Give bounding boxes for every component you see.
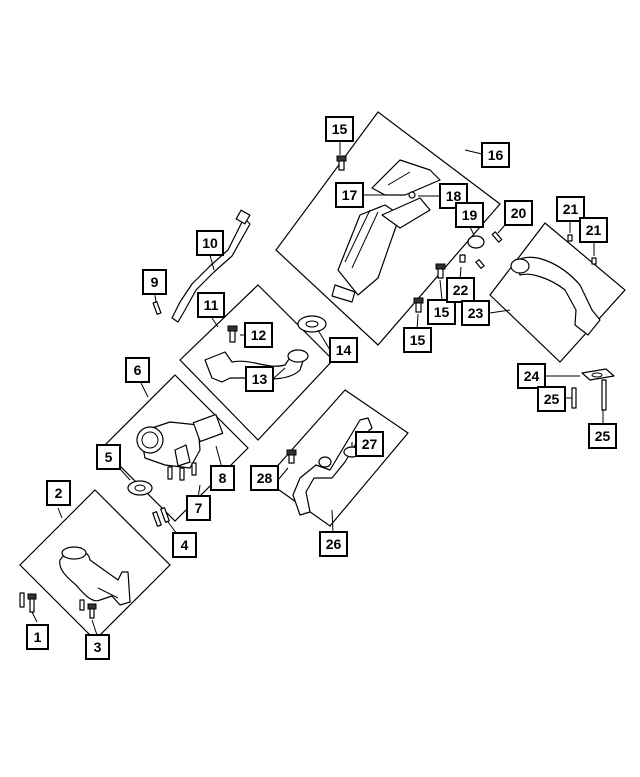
callout-label: 16 bbox=[488, 147, 504, 163]
group-frame-6 bbox=[101, 374, 249, 522]
callout-label: 17 bbox=[342, 187, 358, 203]
callout-20: 20 bbox=[504, 200, 533, 226]
callout-9: 9 bbox=[142, 269, 167, 295]
callout-label: 21 bbox=[563, 201, 579, 217]
callout-label: 27 bbox=[362, 436, 378, 452]
callout-label: 24 bbox=[524, 368, 540, 384]
callout-25b: 25 bbox=[588, 423, 617, 449]
callout-label: 26 bbox=[326, 536, 342, 552]
callout-15-top: 15 bbox=[325, 116, 354, 142]
callout-11: 11 bbox=[197, 292, 225, 318]
callout-12: 12 bbox=[244, 322, 273, 348]
callout-label: 5 bbox=[105, 449, 113, 465]
callout-label: 11 bbox=[204, 297, 219, 313]
callout-label: 15 bbox=[434, 304, 450, 320]
bolt-3 bbox=[79, 599, 97, 619]
egr-valve bbox=[136, 413, 224, 469]
gasket-14 bbox=[297, 315, 327, 333]
callout-28: 28 bbox=[250, 465, 279, 491]
callout-label: 6 bbox=[134, 362, 142, 378]
callout-label: 19 bbox=[462, 207, 478, 223]
callout-label: 3 bbox=[94, 639, 102, 655]
bolt-15-low bbox=[413, 297, 424, 313]
callout-7: 7 bbox=[186, 495, 211, 521]
stud-20 bbox=[491, 231, 503, 243]
callout-label: 13 bbox=[252, 371, 268, 387]
bolt-6 bbox=[167, 462, 197, 481]
stud-4 bbox=[152, 507, 170, 527]
callout-label: 12 bbox=[251, 327, 267, 343]
callout-label: 22 bbox=[453, 282, 469, 298]
callout-25a: 25 bbox=[537, 386, 566, 412]
callout-26: 26 bbox=[319, 531, 348, 557]
callout-16: 16 bbox=[481, 142, 510, 168]
gasket-19 bbox=[467, 235, 485, 249]
egr-tube-lower bbox=[59, 546, 131, 606]
clip-21 bbox=[567, 234, 597, 265]
clip-9 bbox=[152, 301, 162, 315]
callout-15-low: 15 bbox=[403, 327, 432, 353]
group-frame-11 bbox=[179, 284, 334, 441]
callout-17: 17 bbox=[335, 182, 364, 208]
callout-4: 4 bbox=[172, 532, 197, 558]
gasket-5 bbox=[127, 480, 153, 496]
callout-13: 13 bbox=[245, 366, 274, 392]
callout-15-mid: 15 bbox=[427, 299, 456, 325]
callout-label: 25 bbox=[595, 428, 611, 444]
callout-19: 19 bbox=[455, 202, 484, 228]
egr-tube-upper bbox=[510, 256, 601, 336]
callout-label: 2 bbox=[55, 485, 63, 501]
callout-6: 6 bbox=[125, 357, 150, 383]
callout-label: 23 bbox=[468, 305, 484, 321]
callout-14: 14 bbox=[329, 337, 358, 363]
callout-22: 22 bbox=[446, 277, 475, 303]
stud-25 bbox=[571, 379, 607, 411]
bolt-15-top bbox=[336, 155, 347, 171]
callout-27: 27 bbox=[355, 431, 384, 457]
callout-label: 4 bbox=[181, 537, 189, 553]
bolt-15-mid bbox=[435, 263, 446, 279]
callout-label: 21 bbox=[586, 222, 602, 238]
callout-label: 28 bbox=[257, 470, 273, 486]
egr-cooler bbox=[331, 197, 431, 303]
callout-23: 23 bbox=[461, 300, 490, 326]
callout-5: 5 bbox=[96, 444, 121, 470]
callout-2: 2 bbox=[46, 480, 71, 506]
bolt-12 bbox=[227, 325, 238, 343]
callout-label: 25 bbox=[544, 391, 560, 407]
callout-label: 10 bbox=[202, 235, 218, 251]
callout-8: 8 bbox=[210, 465, 235, 491]
callout-label: 15 bbox=[332, 121, 348, 137]
heat-shield-17 bbox=[371, 159, 441, 196]
callout-label: 8 bbox=[219, 470, 227, 486]
callout-label: 1 bbox=[34, 629, 42, 645]
callout-label: 15 bbox=[410, 332, 426, 348]
callout-10: 10 bbox=[196, 230, 224, 256]
nut-22 bbox=[459, 254, 485, 269]
gasket-24 bbox=[581, 368, 615, 381]
callout-label: 9 bbox=[151, 274, 159, 290]
sensor-tube-10 bbox=[171, 209, 251, 323]
callout-label: 14 bbox=[336, 342, 352, 358]
bolt-1 bbox=[19, 592, 37, 613]
callout-24: 24 bbox=[517, 363, 546, 389]
nut-18 bbox=[408, 191, 416, 199]
group-frame-16 bbox=[275, 111, 501, 346]
group-frame-23 bbox=[489, 222, 626, 363]
callout-3: 3 bbox=[85, 634, 110, 660]
callout-label: 20 bbox=[511, 205, 527, 221]
callout-21b: 21 bbox=[579, 217, 608, 243]
bolt-28 bbox=[286, 449, 297, 464]
callout-label: 18 bbox=[446, 188, 462, 204]
callout-1: 1 bbox=[26, 624, 49, 650]
callout-label: 7 bbox=[195, 500, 203, 516]
